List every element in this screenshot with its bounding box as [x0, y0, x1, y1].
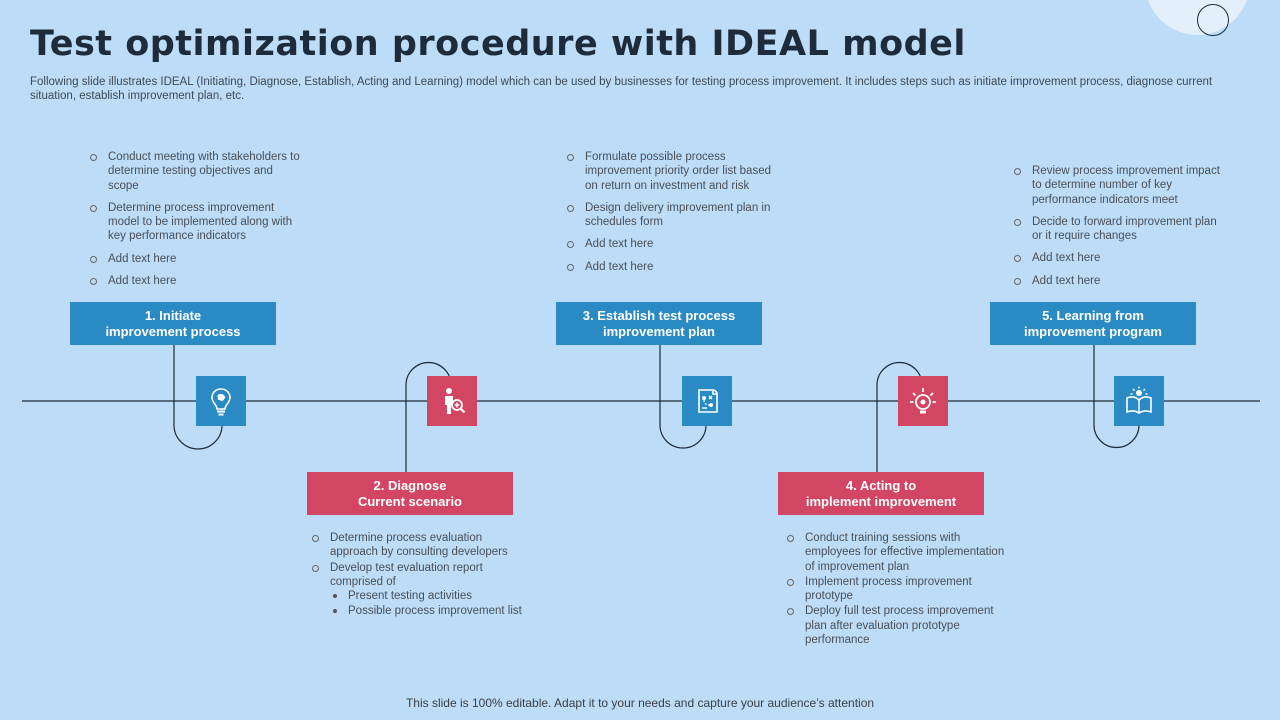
idea-gear-icon [898, 376, 948, 426]
list-item: Review process improvement impact to det… [1014, 164, 1224, 207]
step-4-box: 4. Acting to implement improvement [778, 472, 984, 515]
connector-step-5 [1093, 345, 1140, 449]
list-item: Add text here [90, 252, 305, 266]
list-item: Deploy full test process improvement pla… [787, 604, 1012, 647]
sub-list-item: Possible process improvement list [330, 604, 527, 618]
list-item: Develop test evaluation report comprised… [312, 561, 527, 619]
step-4-bullets: Conduct training sessions with employees… [787, 531, 1012, 648]
lightbulb-brain-icon [196, 376, 246, 426]
step-5-bullets: Review process improvement impact to det… [1014, 164, 1224, 296]
sub-list-item: Present testing activities [330, 589, 527, 603]
list-item: Implement process improvement prototype [787, 575, 1012, 604]
list-item-text: Develop test evaluation report comprised… [330, 561, 483, 588]
list-item: Conduct meeting with stakeholders to det… [90, 150, 305, 193]
list-item: Determine process evaluation approach by… [312, 531, 527, 560]
step-2-sub-bullets: Present testing activities Possible proc… [330, 589, 527, 619]
list-item: Add text here [567, 237, 777, 251]
list-item: Decide to forward improvement plan or it… [1014, 215, 1224, 244]
step-2-bullets: Determine process evaluation approach by… [312, 531, 527, 620]
step-3-bullets: Formulate possible process improvement p… [567, 150, 777, 282]
connector-step-1 [173, 345, 223, 450]
decorative-ring [1197, 4, 1229, 36]
list-item: Determine process improvement model to b… [90, 201, 305, 244]
plan-document-icon [682, 376, 732, 426]
connector-step-3 [659, 345, 707, 449]
page-title: Test optimization procedure with IDEAL m… [30, 24, 966, 64]
list-item: Add text here [1014, 274, 1224, 288]
step-1-box: 1. Initiate improvement process [70, 302, 276, 345]
list-item: Add text here [90, 274, 305, 288]
step-2-box: 2. Diagnose Current scenario [307, 472, 513, 515]
list-item: Add text here [1014, 251, 1224, 265]
list-item: Design delivery improvement plan in sche… [567, 201, 777, 230]
list-item: Add text here [567, 260, 777, 274]
step-5-box: 5. Learning from improvement program [990, 302, 1196, 345]
step-1-bullets: Conduct meeting with stakeholders to det… [90, 150, 305, 296]
person-search-icon [427, 376, 477, 426]
list-item: Formulate possible process improvement p… [567, 150, 777, 193]
footer-note: This slide is 100% editable. Adapt it to… [405, 696, 875, 710]
page-subtitle: Following slide illustrates IDEAL (Initi… [30, 76, 1213, 102]
list-item: Conduct training sessions with employees… [787, 531, 1012, 574]
open-book-learning-icon [1114, 376, 1164, 426]
step-3-box: 3. Establish test process improvement pl… [556, 302, 762, 345]
